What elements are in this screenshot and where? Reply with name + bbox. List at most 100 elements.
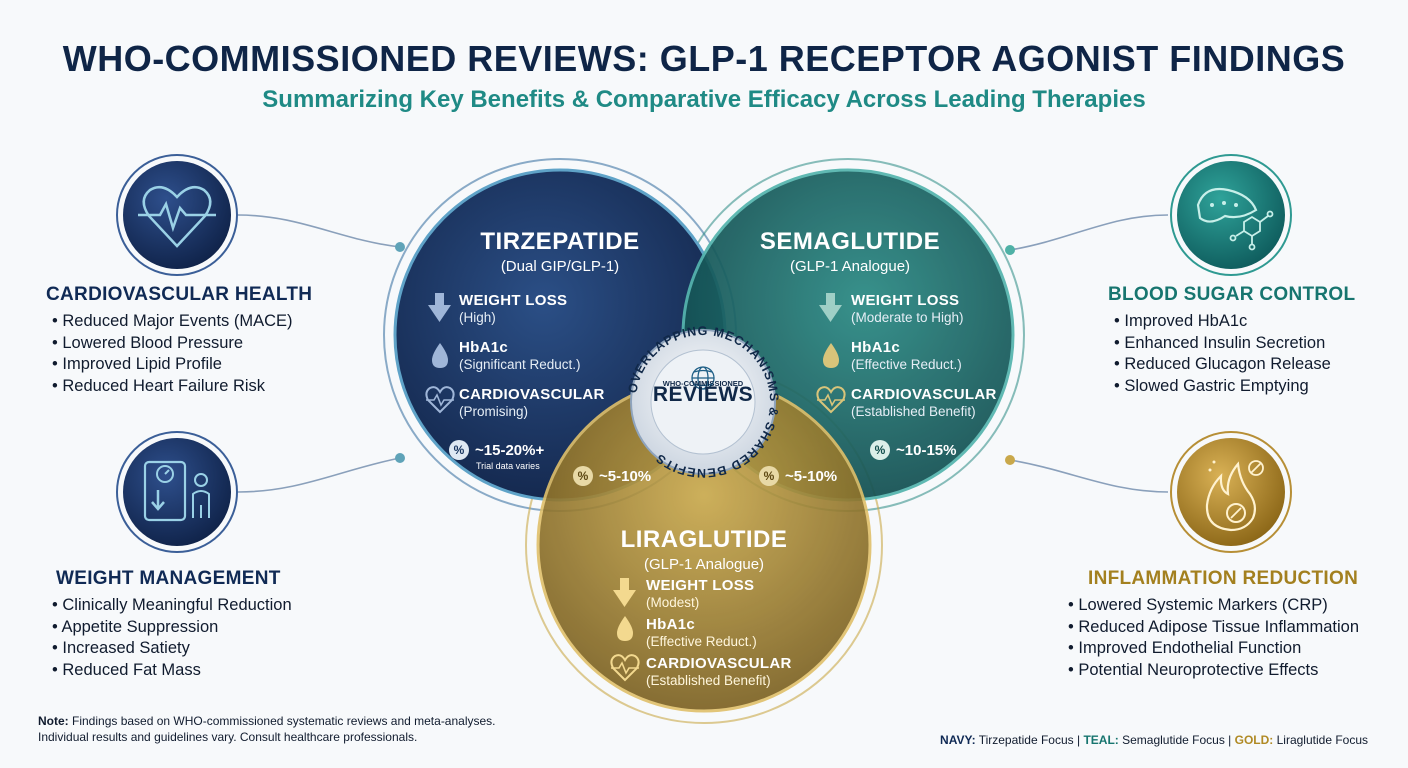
down-arrow-icon (428, 293, 451, 322)
semaglutide-cv-metric: CARDIOVASCULAR (Established Benefit) (851, 386, 997, 420)
list-item: Reduced Adipose Tissue Inflammation (1068, 617, 1359, 639)
drug-class: (GLP-1 Analogue) (643, 556, 765, 573)
liraglutide-hba1c-metric: HbA1c (Effective Reduct.) (646, 616, 757, 650)
legend-teal-label: TEAL: (1083, 733, 1119, 747)
metric-title: CARDIOVASCULAR (851, 386, 997, 403)
percent-icon: % (870, 440, 890, 460)
page-subtitle: Summarizing Key Benefits & Comparative E… (262, 86, 1146, 113)
metric-level: (Established Benefit) (851, 404, 976, 419)
percent-value: ~5-10% (785, 467, 838, 485)
connector-node (1005, 455, 1015, 465)
percent-icon: % (573, 466, 593, 486)
drug-name: LIRAGLUTIDE (620, 526, 788, 553)
semaglutide-weight-metric: WEIGHT LOSS (Moderate to High) (851, 292, 964, 326)
drug-name: TIRZEPATIDE (480, 228, 640, 255)
metric-level: (Effective Reduct.) (851, 357, 962, 372)
note-line-2: Individual results and guidelines vary. … (38, 730, 418, 744)
legend-gold-text: Liraglutide Focus (1273, 733, 1368, 747)
blood-sugar-list: Improved HbA1c Enhanced Insulin Secretio… (1114, 311, 1331, 398)
down-arrow-icon (613, 578, 636, 607)
color-legend: NAVY: Tirzepatide Focus | TEAL: Semaglut… (940, 733, 1368, 747)
drug-name: SEMAGLUTIDE (759, 228, 941, 255)
connector-node (395, 453, 405, 463)
list-item: Reduced Heart Failure Risk (52, 376, 293, 398)
connector-lines (237, 214, 1169, 493)
metric-title: CARDIOVASCULAR (459, 386, 605, 403)
heart-pulse-icon (610, 654, 640, 682)
list-item: Lowered Blood Pressure (52, 333, 293, 355)
metric-level: (Moderate to High) (851, 310, 964, 325)
metric-level: (Promising) (459, 404, 529, 419)
list-item: Clinically Meaningful Reduction (52, 595, 291, 617)
metric-title: WEIGHT LOSS (646, 577, 755, 594)
metric-title: HbA1c (851, 339, 901, 356)
metric-title: WEIGHT LOSS (459, 292, 568, 309)
drop-icon (617, 616, 633, 641)
list-item: Increased Satiety (52, 638, 292, 660)
percent-note: Trial data varies (476, 461, 540, 471)
percent-icon: % (449, 440, 469, 460)
connector-node (395, 242, 405, 252)
list-item: Reduced Major Events (MACE) (52, 311, 292, 333)
list-item: Enhanced Insulin Secretion (1114, 333, 1331, 355)
sema-lira-overlap-percent: % ~5-10% (759, 466, 837, 486)
note-line-1: Findings based on WHO-commissioned syste… (68, 714, 496, 728)
list-item: Improved Lipid Profile (52, 354, 293, 376)
drug-class: (Dual GIP/GLP-1) (500, 258, 620, 275)
list-item: Reduced Fat Mass (52, 660, 292, 682)
heart-pulse-icon (816, 386, 846, 414)
center-large-label: REVIEWS (652, 383, 754, 406)
tirzepatide-weight-metric: WEIGHT LOSS (High) (459, 292, 567, 326)
tirzepatide-hba1c-metric: HbA1c (Significant Reduct.) (459, 339, 581, 373)
inflammation-heading: INFLAMMATION REDUCTION (1088, 568, 1359, 589)
flame-icon (1170, 431, 1292, 553)
tirz-lira-overlap-percent: % ~5-10% (573, 466, 651, 486)
list-item: Improved Endothelial Function (1068, 638, 1359, 660)
metric-level: (Effective Reduct.) (646, 634, 757, 649)
scale-person-icon (116, 431, 238, 553)
weight-management-list: Clinically Meaningful Reduction Appetite… (52, 595, 292, 682)
semaglutide-label: SEMAGLUTIDE (GLP-1 Analogue) (730, 228, 970, 275)
tirzepatide-label: TIRZEPATIDE (Dual GIP/GLP-1) (440, 228, 680, 275)
metric-level: (Modest) (646, 595, 700, 610)
metric-level: (Significant Reduct.) (459, 357, 581, 372)
metric-title: WEIGHT LOSS (851, 292, 960, 309)
cardiovascular-list: Reduced Major Events (MACE) Lowered Bloo… (52, 311, 293, 398)
metric-level: (Established Benefit) (646, 673, 771, 688)
percent-value: ~5-10% (599, 467, 652, 485)
list-item: Improved HbA1c (1114, 311, 1331, 333)
liraglutide-weight-metric: WEIGHT LOSS (Modest) (646, 577, 754, 611)
connector-node (1005, 245, 1015, 255)
globe-icon (691, 366, 715, 390)
list-item: Slowed Gastric Emptying (1114, 376, 1331, 398)
drop-icon (823, 343, 839, 368)
cardiovascular-heading: CARDIOVASCULAR HEALTH (46, 284, 313, 305)
metric-title: CARDIOVASCULAR (646, 655, 792, 672)
drug-class: (GLP-1 Analogue) (789, 258, 911, 275)
semaglutide-hba1c-metric: HbA1c (Effective Reduct.) (851, 339, 962, 373)
percent-value: ~10-15% (896, 441, 957, 459)
inflammation-list: Lowered Systemic Markers (CRP) Reduced A… (1068, 595, 1359, 681)
pancreas-molecule-icon (1170, 154, 1292, 276)
legend-navy-text: Tirzepatide Focus | (975, 733, 1084, 747)
blood-sugar-heading: BLOOD SUGAR CONTROL (1108, 284, 1356, 305)
drop-icon (432, 343, 448, 368)
semaglutide-percent: % ~10-15% (870, 440, 956, 460)
legend-navy-label: NAVY: (940, 733, 976, 747)
percent-value: ~15-20%+ (475, 441, 545, 459)
page-title: WHO-COMMISSIONED REVIEWS: GLP-1 RECEPTOR… (62, 38, 1346, 79)
list-item: Reduced Glucagon Release (1114, 354, 1330, 376)
down-arrow-icon (819, 293, 842, 322)
metric-title: HbA1c (459, 339, 509, 356)
metric-title: HbA1c (646, 616, 696, 633)
tirzepatide-percent: % ~15-20%+ (449, 440, 544, 460)
center-small-label: WHO-COMMISSIONED (662, 379, 744, 388)
legend-teal-text: Semaglutide Focus | (1118, 733, 1235, 747)
list-item: Lowered Systemic Markers (CRP) (1068, 595, 1359, 617)
footnote: Note: Findings based on WHO-commissioned… (38, 713, 496, 745)
heart-pulse-icon (425, 386, 455, 414)
tirzepatide-cv-metric: CARDIOVASCULAR (Promising) (459, 386, 605, 420)
note-label: Note: (38, 714, 69, 728)
metric-level: (High) (459, 310, 496, 325)
